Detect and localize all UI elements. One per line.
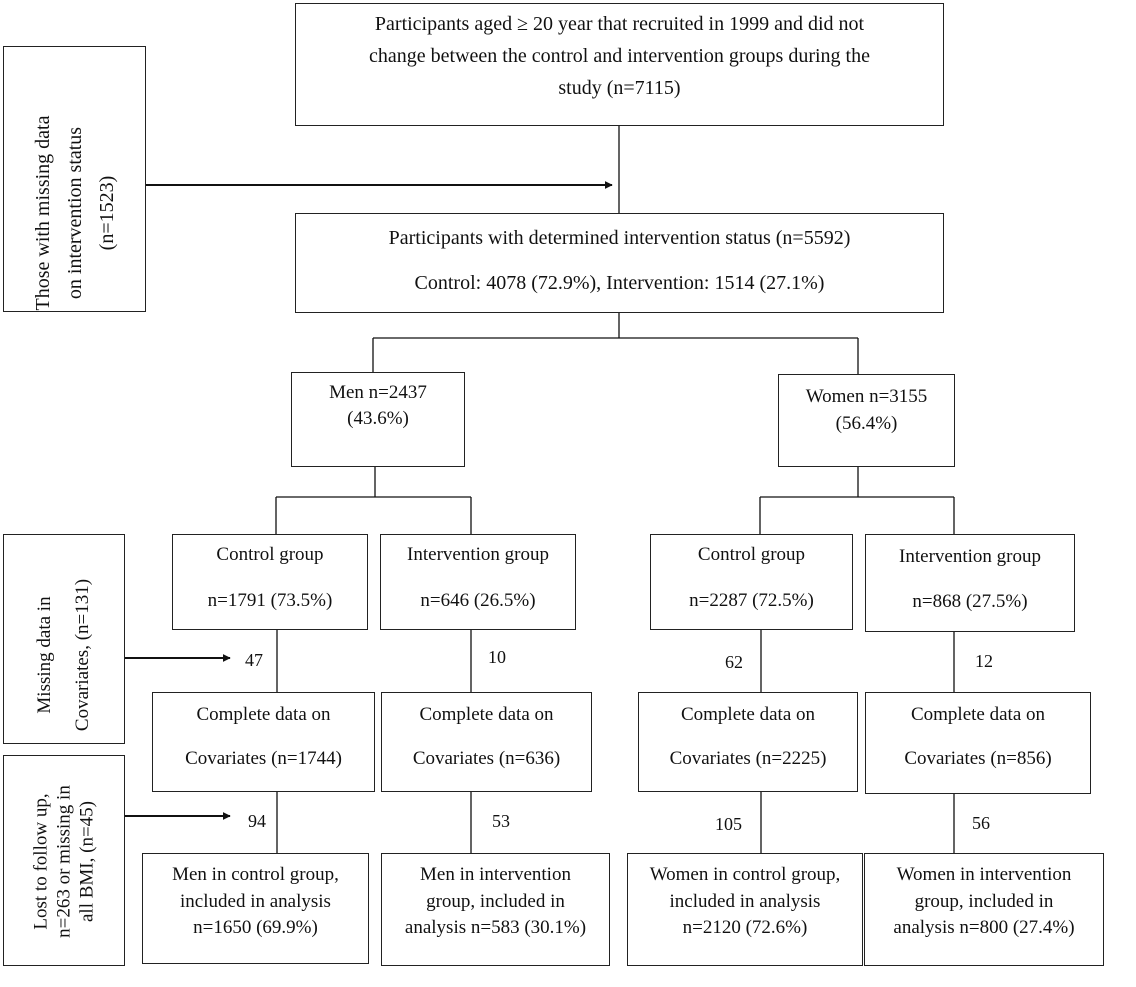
men-control-lost-count: 94 — [248, 811, 266, 831]
complete-line-2: Covariates (n=1744) — [185, 748, 342, 769]
women-line-2: (56.4%) — [835, 413, 898, 434]
missing-covariates-text: Missing data in Covariates, (n=131) — [26, 550, 102, 760]
women-control-lost-count: 105 — [715, 814, 742, 834]
women-intervention-missing-count: 12 — [975, 651, 993, 671]
final-line-3: analysis n=583 (30.1%) — [404, 917, 587, 938]
women-box: Women n=3155 (56.4%) — [778, 374, 955, 467]
men-control-complete-box: Complete data on Covariates (n=1744) — [152, 692, 375, 792]
final-line-2: group, included in — [914, 891, 1054, 912]
enrollment-line-1: Participants aged ≥ 20 year that recruit… — [374, 13, 865, 35]
group-title: Control group — [216, 544, 324, 565]
complete-line-2: Covariates (n=2225) — [669, 748, 827, 769]
lost-followup-line-1: Lost to follow up, — [30, 793, 52, 930]
final-line-1: Women in control group, — [649, 864, 841, 885]
enrollment-line-3: study (n=7115) — [558, 77, 681, 99]
final-line-1: Men in intervention — [420, 864, 571, 885]
complete-line-1: Complete data on — [419, 704, 554, 725]
final-line-1: Men in control group, — [172, 864, 339, 885]
missing-covariates-line-1: Missing data in — [34, 596, 55, 714]
men-line-2: (43.6%) — [347, 408, 409, 429]
lost-followup-line-2: n=263 or missing in — [53, 785, 75, 938]
men-control-group-box: Control group n=1791 (73.5%) — [172, 534, 368, 630]
final-line-3: n=1650 (69.9%) — [193, 917, 318, 938]
men-box: Men n=2437 (43.6%) — [291, 372, 465, 467]
women-intervention-lost-count: 56 — [972, 813, 990, 833]
lost-followup-line-3: all BMI, (n=45) — [76, 801, 98, 923]
men-intervention-complete-box: Complete data on Covariates (n=636) — [381, 692, 592, 792]
men-intervention-missing-count: 10 — [488, 647, 506, 667]
men-control-missing-count: 47 — [245, 650, 263, 670]
lost-followup-box: Lost to follow up, n=263 or missing in a… — [3, 755, 125, 966]
men-control-final-box: Men in control group, included in analys… — [142, 853, 369, 964]
missing-covariates-box: Missing data in Covariates, (n=131) — [3, 534, 125, 744]
group-n: n=1791 (73.5%) — [207, 590, 333, 611]
enrollment-box: Participants aged ≥ 20 year that recruit… — [295, 3, 944, 126]
women-intervention-complete-box: Complete data on Covariates (n=856) — [865, 692, 1091, 794]
final-line-2: group, included in — [426, 891, 565, 912]
determined-line-1: Participants with determined interventio… — [388, 227, 851, 249]
men-line-1: Men n=2437 — [329, 382, 427, 403]
excluded-missing-status-box: Those with missing data on intervention … — [3, 46, 146, 312]
complete-line-1: Complete data on — [910, 704, 1046, 725]
women-control-final-box: Women in control group, included in anal… — [627, 853, 863, 966]
women-line-1: Women n=3155 — [805, 386, 928, 407]
group-title: Control group — [697, 544, 806, 565]
complete-line-1: Complete data on — [196, 704, 331, 725]
final-line-2: included in analysis — [669, 891, 821, 912]
men-intervention-lost-count: 53 — [492, 811, 510, 831]
men-intervention-final-box: Men in intervention group, included in a… — [381, 853, 610, 966]
final-line-2: included in analysis — [180, 891, 331, 912]
excluded-missing-status-line-2: on intervention status — [64, 126, 86, 300]
women-control-complete-box: Complete data on Covariates (n=2225) — [638, 692, 858, 792]
excluded-missing-status-line-1: Those with missing data — [32, 115, 54, 311]
complete-line-2: Covariates (n=856) — [904, 748, 1052, 769]
women-intervention-group-box: Intervention group n=868 (27.5%) — [865, 534, 1075, 632]
group-n: n=2287 (72.5%) — [689, 590, 814, 611]
excluded-missing-status-line-3: (n=1523) — [96, 175, 118, 251]
group-title: Intervention group — [899, 546, 1041, 567]
complete-line-2: Covariates (n=636) — [412, 748, 561, 769]
group-n: n=868 (27.5%) — [912, 591, 1028, 612]
final-line-3: analysis n=800 (27.4%) — [893, 917, 1075, 938]
lost-followup-text: Lost to follow up, n=263 or missing in a… — [30, 757, 99, 967]
group-title: Intervention group — [407, 544, 549, 565]
women-control-group-box: Control group n=2287 (72.5%) — [650, 534, 853, 630]
women-control-missing-count: 62 — [725, 652, 743, 672]
men-intervention-group-box: Intervention group n=646 (26.5%) — [380, 534, 576, 630]
final-line-3: n=2120 (72.6%) — [682, 917, 808, 938]
excluded-missing-status-text: Those with missing data on intervention … — [27, 80, 123, 346]
women-intervention-final-box: Women in intervention group, included in… — [864, 853, 1104, 966]
determined-status-box: Participants with determined interventio… — [295, 213, 944, 313]
missing-covariates-line-2: Covariates, (n=131) — [72, 578, 93, 732]
determined-line-2: Control: 4078 (72.9%), Intervention: 151… — [414, 272, 825, 294]
complete-line-1: Complete data on — [680, 704, 816, 725]
group-n: n=646 (26.5%) — [420, 590, 536, 611]
enrollment-line-2: change between the control and intervent… — [369, 45, 870, 67]
final-line-1: Women in intervention — [896, 864, 1072, 885]
